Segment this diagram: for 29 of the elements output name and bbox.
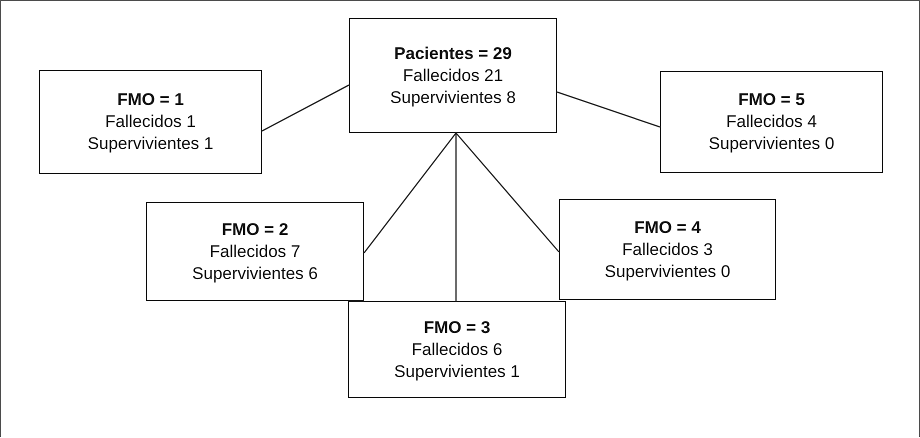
- text-box: [349, 18, 557, 133]
- box-heading: FMO = 4: [634, 216, 701, 238]
- connector-line: [556, 91, 660, 128]
- box-text: Fallecidos 7: [210, 240, 300, 262]
- box-heading: FMO = 1: [117, 89, 184, 111]
- text-box: [559, 199, 776, 300]
- text-box: [39, 70, 262, 174]
- box-text: Supervivientes 6: [192, 262, 318, 284]
- box-text: Supervivientes 0: [604, 260, 730, 282]
- box-heading: FMO = 5: [738, 89, 805, 111]
- box-heading: FMO = 2: [222, 218, 288, 240]
- box-text: Supervivientes 1: [88, 133, 214, 155]
- connector-line: [262, 84, 350, 132]
- box-text: Fallecidos 3: [622, 238, 713, 260]
- text-box: [146, 202, 364, 301]
- box-text: Supervivientes 8: [390, 86, 516, 108]
- box-heading: Pacientes = 29: [394, 42, 512, 64]
- box-text: Fallecidos 21: [402, 64, 504, 86]
- box-heading: FMO = 3: [424, 316, 490, 338]
- connector-line: [456, 132, 560, 252]
- box-text: Supervivientes 0: [708, 133, 834, 155]
- connector-line: [363, 132, 457, 254]
- box-text: Fallecidos 4: [726, 111, 817, 133]
- box-text: Supervivientes 1: [394, 360, 520, 382]
- text-box: [660, 71, 883, 173]
- connector-line: [455, 133, 457, 301]
- box-text: Fallecidos 1: [105, 111, 196, 133]
- box-text: Fallecidos 6: [412, 338, 502, 360]
- text-box: [348, 301, 566, 398]
